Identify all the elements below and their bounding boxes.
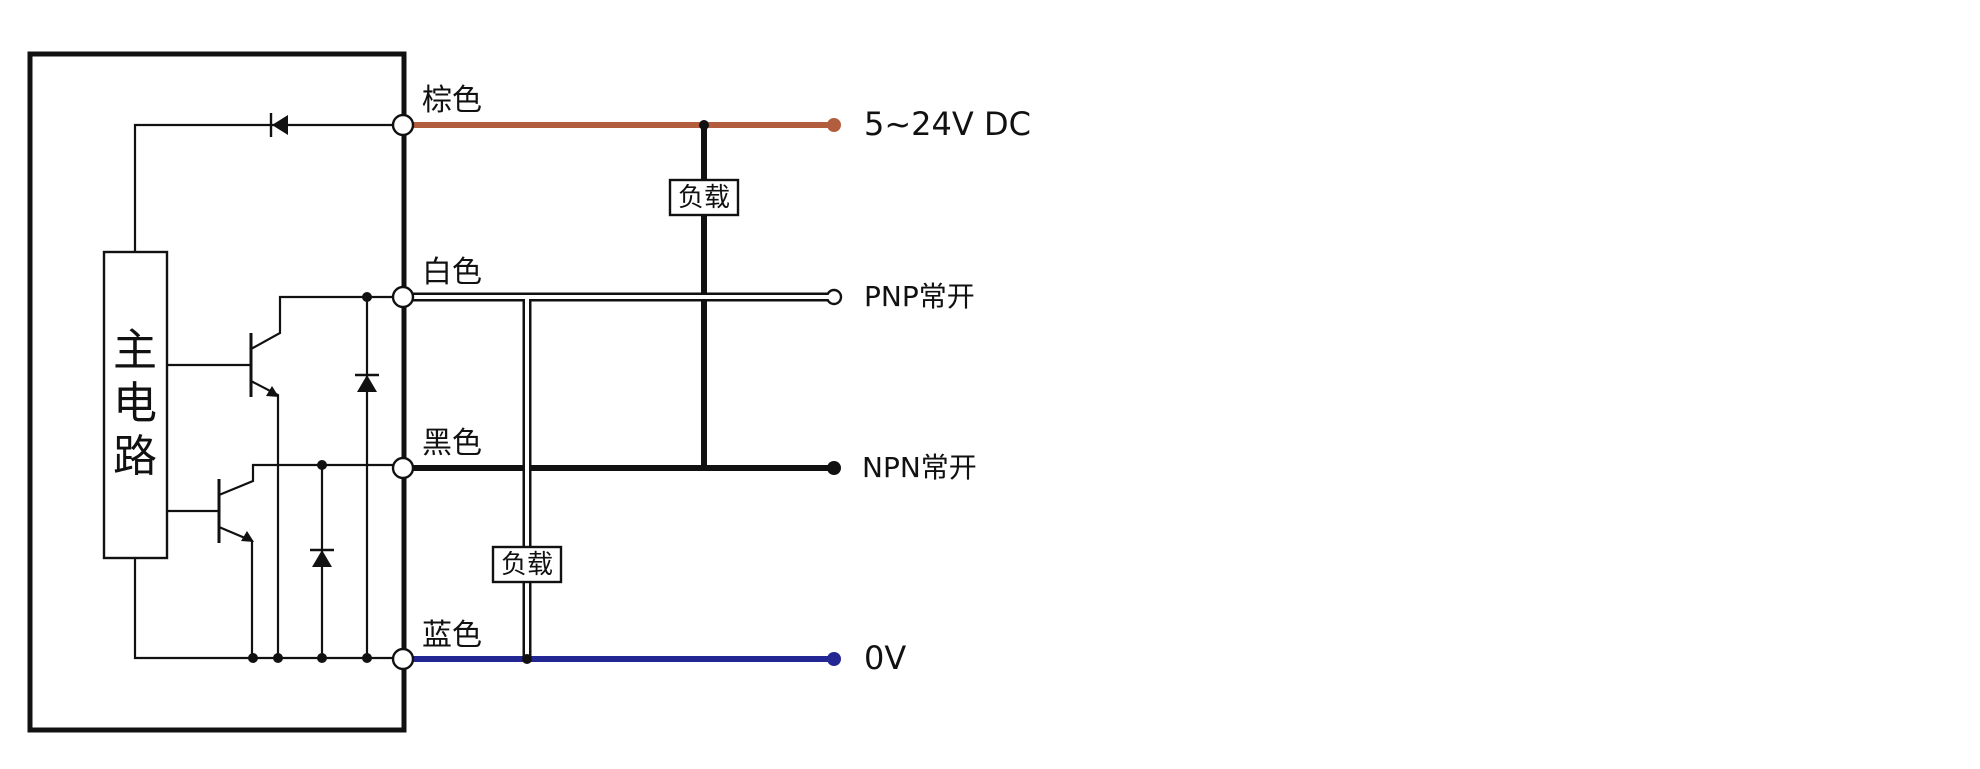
pnp-output-protection-diode — [355, 292, 379, 663]
supply-terminal-label: 5~24V DC — [864, 105, 1031, 143]
black-terminal-dot — [827, 461, 841, 475]
main-circuit-label-3: 路 — [113, 431, 157, 482]
diode-icon — [269, 113, 288, 137]
blue-wire-label: 蓝色 — [422, 618, 482, 653]
internal-power-path — [133, 113, 401, 252]
npn-output-protection-diode — [310, 460, 334, 663]
terminal-circle-icon — [391, 285, 415, 309]
brown-wire-label: 棕色 — [422, 83, 482, 118]
sensor-housing — [27, 51, 407, 733]
upper-load-label: 负载 — [678, 183, 730, 213]
ground-terminal-label: 0V — [864, 639, 906, 677]
lower-load-label: 负载 — [501, 550, 553, 580]
blue-terminal-dot — [827, 652, 841, 666]
lower-load-branch: 负载 — [402, 295, 833, 664]
main-circuit-block: 主 电 路 — [102, 250, 169, 560]
terminal-circle-icon — [391, 113, 415, 137]
main-circuit-label-1: 主 — [113, 325, 157, 376]
terminal-circle-icon — [391, 647, 415, 671]
white-wire-label: 白色 — [422, 255, 482, 290]
internal-ground-path — [133, 558, 401, 660]
pnp-transistor-icon — [167, 295, 401, 658]
npn-terminal-label: NPN常开 — [862, 451, 977, 484]
ground-junction-dot — [248, 653, 258, 663]
terminal-circle-icon — [391, 456, 415, 480]
ground-junction-dot — [273, 653, 283, 663]
black-wire-label: 黑色 — [422, 426, 482, 461]
brown-terminal-dot — [827, 118, 841, 132]
main-circuit-label-2: 电 — [113, 378, 157, 429]
upper-load-branch: 负载 — [668, 120, 740, 468]
pnp-terminal-label: PNP常开 — [864, 280, 975, 313]
